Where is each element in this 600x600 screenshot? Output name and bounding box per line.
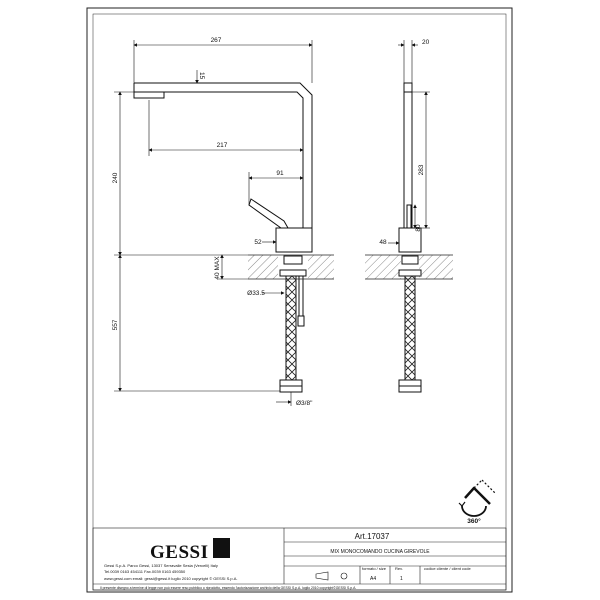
dim-connection: Ø3/8" bbox=[296, 400, 313, 407]
side-base bbox=[398, 227, 422, 253]
article-number: Art.17037 bbox=[355, 532, 390, 541]
front-dimensions bbox=[114, 40, 313, 406]
side-view bbox=[398, 82, 422, 393]
side-dimensions bbox=[388, 40, 430, 245]
side-braided-hose bbox=[404, 275, 416, 381]
front-view bbox=[133, 82, 313, 393]
rev-label: Rev. bbox=[395, 566, 403, 571]
spout-top bbox=[134, 82, 313, 230]
dim-deck-max: 40 MAX bbox=[214, 256, 221, 280]
dim-hole-dia: Ø33.5 bbox=[247, 290, 265, 297]
client-code-label: codice cliente / client code bbox=[424, 566, 471, 571]
brand-square bbox=[213, 538, 230, 558]
supply-tube bbox=[298, 275, 304, 317]
dim-hose-length: 557 bbox=[112, 319, 119, 330]
side-dimension-labels: 20 283 80 48 bbox=[379, 39, 429, 246]
dim-top-thickness: 15 bbox=[198, 72, 205, 80]
rotation-symbol: 360° bbox=[458, 479, 497, 525]
side-lever bbox=[406, 204, 412, 231]
format-value: A4 bbox=[370, 576, 376, 582]
dim-base-side: 52 bbox=[254, 239, 262, 246]
article-description: MIX MONOCOMANDO CUCINA GIREVOLE bbox=[330, 549, 430, 555]
dim-side-height: 283 bbox=[418, 164, 425, 175]
outer-border bbox=[86, 7, 513, 593]
company-phone: Tel.0039 0163 454111 Fax.0039 0163 45935… bbox=[104, 569, 186, 574]
dim-overall-width: 267 bbox=[211, 37, 222, 44]
footer-copyright: Il presente disegno a termine di legge n… bbox=[100, 586, 356, 590]
dim-lever-offset: 91 bbox=[276, 170, 284, 177]
aerator bbox=[133, 91, 165, 99]
rotation-label: 360° bbox=[467, 517, 481, 525]
lever bbox=[248, 198, 289, 229]
brand-name: GESSI bbox=[150, 542, 208, 563]
company-address: Gessi S.p.A. Parco Gessi, 13037 Serraval… bbox=[104, 563, 218, 568]
gessi-logo: GESSI bbox=[150, 538, 230, 563]
dim-height: 240 bbox=[112, 172, 119, 183]
rev-value: 1 bbox=[400, 576, 403, 582]
countertop-side bbox=[365, 254, 453, 280]
dim-side-lever: 80 bbox=[415, 224, 422, 232]
front-dimension-labels: 267 15 217 91 240 40 MAX 52 Ø33.5 557 Ø3… bbox=[112, 37, 313, 407]
dim-side-base: 48 bbox=[379, 239, 387, 246]
title-block bbox=[92, 527, 507, 591]
countertop-front bbox=[248, 254, 334, 280]
company-web: www.gessi.com email: gessi@gessi.it lugl… bbox=[104, 576, 238, 581]
braided-hose bbox=[285, 275, 297, 381]
dim-reach: 217 bbox=[217, 142, 228, 149]
format-label: formato / size bbox=[362, 566, 387, 571]
format-icons bbox=[315, 571, 348, 581]
base-body bbox=[275, 227, 313, 253]
spout-bottom bbox=[134, 91, 304, 230]
fixing-nut bbox=[283, 255, 303, 265]
dim-side-width: 20 bbox=[422, 39, 430, 46]
